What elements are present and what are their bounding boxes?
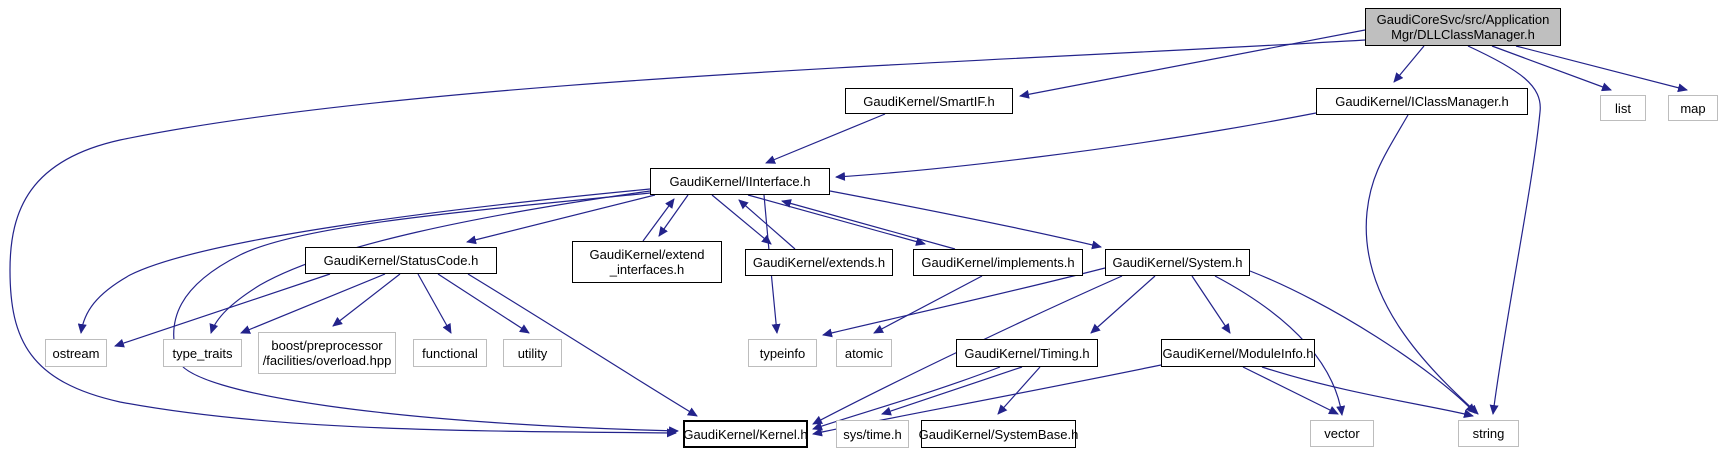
node-list[interactable]: list: [1600, 95, 1646, 121]
node-label: vector: [1324, 426, 1360, 441]
node-label: ostream: [52, 345, 100, 361]
node-label: string: [1472, 426, 1505, 441]
edge-iinterface-to-extendif: [658, 194, 689, 237]
node-label: GaudiKernel/Timing.h: [964, 345, 1090, 361]
node-kernel[interactable]: GaudiKernel/Kernel.h: [683, 420, 808, 448]
edge-system-to-typeinfo: [822, 267, 1106, 338]
node-label: sys/time.h: [843, 426, 902, 442]
edge-timing-to-kernel: [812, 366, 1001, 431]
edge-iinterface-to-ostream: [77, 188, 651, 334]
node-label: GaudiKernel/extend: [589, 247, 705, 262]
node-atomic[interactable]: atomic: [836, 339, 892, 367]
node-extendif[interactable]: GaudiKernel/extend_interfaces.h: [572, 241, 722, 283]
node-label: _interfaces.h: [609, 262, 685, 277]
node-iinterface[interactable]: GaudiKernel/IInterface.h: [650, 168, 830, 195]
node-typeinfo[interactable]: typeinfo: [748, 339, 817, 367]
edge-moduleinfo-to-string: [1261, 366, 1474, 419]
node-label: GaudiKernel/SystemBase.h: [918, 426, 1079, 442]
node-label: map: [1680, 100, 1706, 116]
node-moduleinfo[interactable]: GaudiKernel/ModuleInfo.h: [1161, 339, 1315, 367]
edge-implements-to-atomic: [873, 275, 983, 334]
node-label: atomic: [844, 345, 884, 361]
node-smartif[interactable]: GaudiKernel/SmartIF.h: [845, 88, 1013, 114]
edge-iclassmanager-to-iinterface: [835, 112, 1317, 181]
node-label: GaudiKernel/SmartIF.h: [863, 93, 995, 109]
node-string[interactable]: string: [1458, 420, 1519, 447]
edge-statuscode-to-utility: [437, 273, 530, 334]
node-boost[interactable]: boost/preprocessor/facilities/overload.h…: [258, 332, 396, 374]
node-timing[interactable]: GaudiKernel/Timing.h: [956, 339, 1098, 367]
edge-iinterface-to-statuscode: [466, 194, 656, 245]
node-label: Mgr/DLLClassManager.h: [1391, 27, 1535, 42]
node-iclassmanager[interactable]: GaudiKernel/IClassManager.h: [1316, 88, 1528, 115]
edge-timing-to-systime: [881, 366, 1023, 416]
node-typetraits[interactable]: type_traits: [163, 339, 242, 367]
node-vector[interactable]: vector: [1310, 420, 1374, 447]
edge-system-to-string: [1249, 270, 1476, 414]
node-label: utility: [517, 345, 548, 361]
node-label: functional: [422, 345, 478, 361]
node-systime[interactable]: sys/time.h: [836, 420, 909, 448]
edge-dll-to-kernel: [9, 39, 1366, 438]
edge-statuscode-to-typetraits: [240, 273, 386, 334]
edge-system-to-moduleinfo: [1191, 275, 1231, 334]
node-label: GaudiKernel/System.h: [1112, 255, 1243, 270]
node-implements[interactable]: GaudiKernel/implements.h: [913, 249, 1083, 276]
edge-system-to-kernel: [812, 275, 1123, 425]
node-extends[interactable]: GaudiKernel/extends.h: [745, 249, 893, 276]
edge-statuscode-to-functional: [417, 273, 452, 334]
node-system[interactable]: GaudiKernel/System.h: [1105, 249, 1250, 276]
edge-dll-to-map: [1515, 45, 1688, 93]
node-ostream[interactable]: ostream: [45, 339, 107, 367]
edge-dll-to-list: [1491, 45, 1612, 92]
node-systembase[interactable]: GaudiKernel/SystemBase.h: [918, 420, 1079, 448]
edge-extendif-to-iinterface: [642, 198, 675, 242]
edge-moduleinfo-to-vector: [1242, 366, 1339, 415]
node-label: GaudiKernel/IClassManager.h: [1335, 94, 1509, 109]
edge-dll-to-string: [1467, 45, 1541, 415]
edge-statuscode-to-kernel: [467, 273, 698, 417]
node-label: GaudiKernel/StatusCode.h: [323, 253, 479, 268]
edge-dll-to-smartif: [1019, 29, 1366, 99]
node-label: GaudiCoreSvc/src/Application: [1376, 12, 1550, 27]
node-label: GaudiKernel/Kernel.h: [683, 426, 808, 442]
node-label: boost/preprocessor: [271, 338, 383, 353]
edge-dll-to-iclassmanager: [1393, 45, 1425, 83]
node-label: GaudiKernel/ModuleInfo.h: [1162, 345, 1314, 361]
node-label: type_traits: [172, 345, 233, 361]
node-utility[interactable]: utility: [503, 339, 562, 367]
edge-timing-to-systembase: [997, 366, 1041, 415]
edge-iclassmanager-to-string: [1365, 114, 1479, 415]
node-label: /facilities/overload.hpp: [262, 353, 392, 368]
edge-implements-to-iinterface: [781, 199, 956, 250]
node-label: GaudiKernel/IInterface.h: [669, 174, 811, 189]
node-map[interactable]: map: [1668, 95, 1718, 121]
edge-iinterface-to-extends: [711, 194, 772, 245]
edge-statuscode-to-boost: [332, 273, 401, 327]
edge-iinterface-to-implements: [747, 194, 926, 246]
edge-statuscode-to-ostream: [114, 273, 331, 348]
edge-iinterface-to-system: [829, 190, 1102, 250]
node-label: GaudiKernel/implements.h: [921, 255, 1075, 270]
node-label: typeinfo: [759, 345, 806, 361]
edge-system-to-timing: [1090, 275, 1156, 334]
edge-iinterface-to-kernel: [173, 192, 679, 436]
node-label: GaudiKernel/extends.h: [752, 255, 886, 270]
node-label: list: [1615, 100, 1631, 116]
edge-smartif-to-iinterface: [765, 113, 886, 164]
node-functional[interactable]: functional: [413, 339, 487, 367]
node-statuscode[interactable]: GaudiKernel/StatusCode.h: [305, 247, 497, 274]
